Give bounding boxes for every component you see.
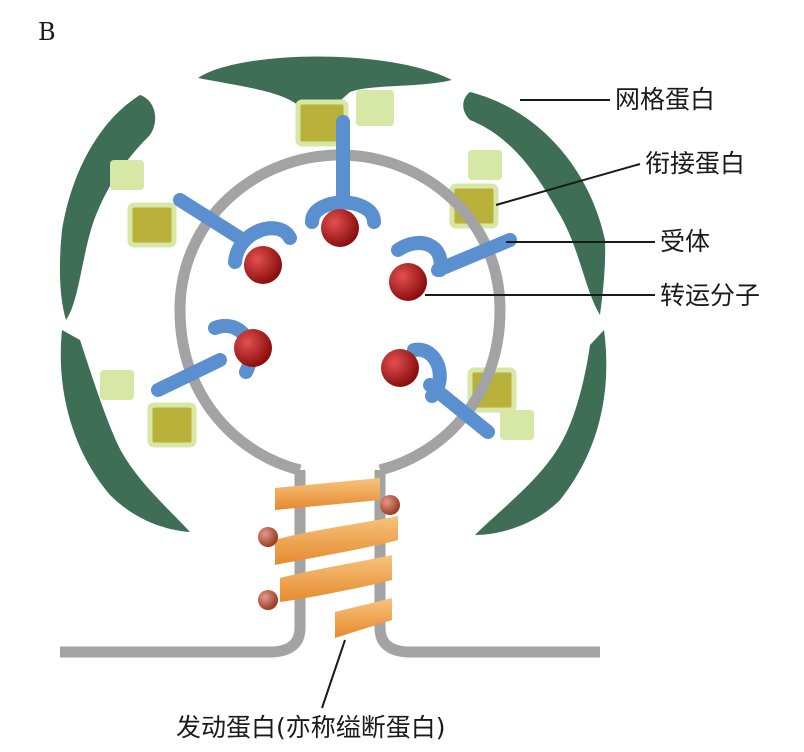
adaptor-protein [468, 150, 502, 180]
label-dynamin: 发动蛋白(亦称缢断蛋白) [176, 713, 446, 742]
cargo-molecule [244, 246, 282, 284]
adaptor-protein [110, 160, 144, 190]
receptors [151, 115, 517, 439]
dynamin-helix [258, 478, 400, 638]
clathrin-segment [59, 95, 156, 320]
clathrin-coat [59, 56, 607, 535]
receptor [407, 342, 495, 439]
adaptor-protein [127, 202, 177, 248]
dynamin-ring [275, 516, 398, 565]
cargo-molecule [234, 329, 272, 367]
panel-label: B [38, 18, 56, 46]
cargo-molecules [234, 209, 427, 387]
label-receptor: 受体 [660, 227, 710, 256]
clathrin-segment [463, 92, 606, 315]
leader-lines [321, 99, 655, 709]
dynamin-ring [275, 478, 380, 510]
dynamin-ring [335, 598, 392, 638]
clathrin-segment [60, 330, 190, 532]
receptor [173, 193, 297, 269]
adaptor-protein [500, 410, 534, 440]
adaptor-protein [356, 90, 394, 126]
label-adaptor: 衔接蛋白 [645, 149, 745, 178]
label-clathrin: 网格蛋白 [615, 85, 715, 114]
dynamin-gtpase [258, 527, 278, 547]
cargo-molecule [389, 263, 427, 301]
adaptor-protein [100, 370, 134, 400]
adaptor-proteins [100, 90, 534, 448]
membrane-neck-right [374, 470, 600, 658]
leader-line-dynamin [321, 639, 346, 709]
receptor [391, 233, 517, 277]
leader-line-adaptor [495, 163, 641, 206]
dynamin-gtpase [258, 590, 278, 610]
cargo-molecule [381, 349, 419, 387]
clathrin-segment [198, 56, 452, 115]
receptor [305, 115, 381, 229]
adaptor-protein [147, 402, 197, 448]
membrane-neck-left [60, 470, 306, 658]
dynamin-ring [280, 555, 392, 602]
label-cargo: 转运分子 [660, 281, 760, 310]
clathrin-segment [475, 330, 607, 535]
cargo-molecule [321, 209, 359, 247]
receptor [151, 319, 258, 397]
dynamin-gtpase [380, 495, 400, 515]
